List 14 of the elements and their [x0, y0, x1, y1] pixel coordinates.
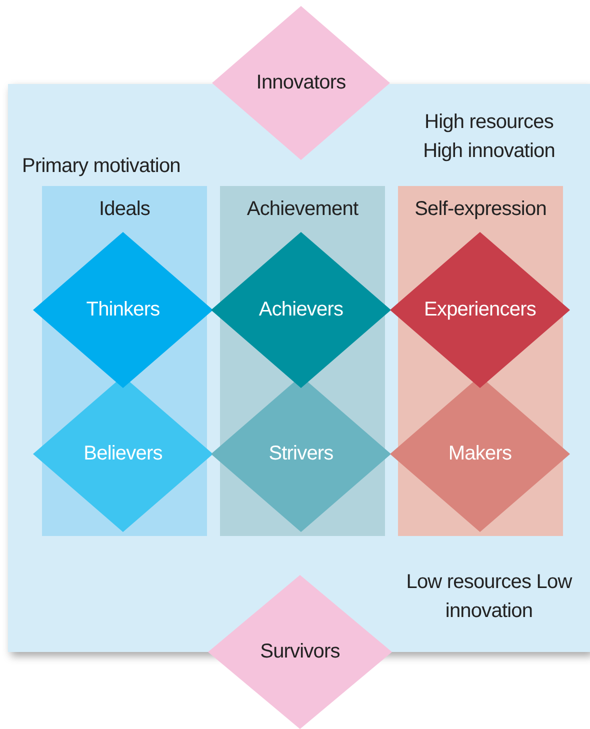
- axis-note: High resources High innovation: [422, 110, 556, 164]
- axis-note: Low resources Low innovation: [405, 570, 574, 624]
- column-heading: Achievement: [246, 198, 360, 221]
- segment-label: Believers: [82, 442, 164, 466]
- axis-heading: Primary motivation: [22, 154, 182, 179]
- column-heading: Self-expression: [414, 198, 548, 221]
- segment-label: Experiencers: [423, 298, 537, 322]
- column-heading: Ideals: [98, 198, 151, 221]
- segment-label: Strivers: [268, 442, 334, 466]
- segment-label: Innovators: [255, 72, 347, 94]
- segment-label: Achievers: [258, 298, 344, 322]
- segment-label: Survivors: [259, 640, 341, 664]
- segment-label: Makers: [447, 442, 513, 466]
- segment-label: Thinkers: [85, 298, 161, 322]
